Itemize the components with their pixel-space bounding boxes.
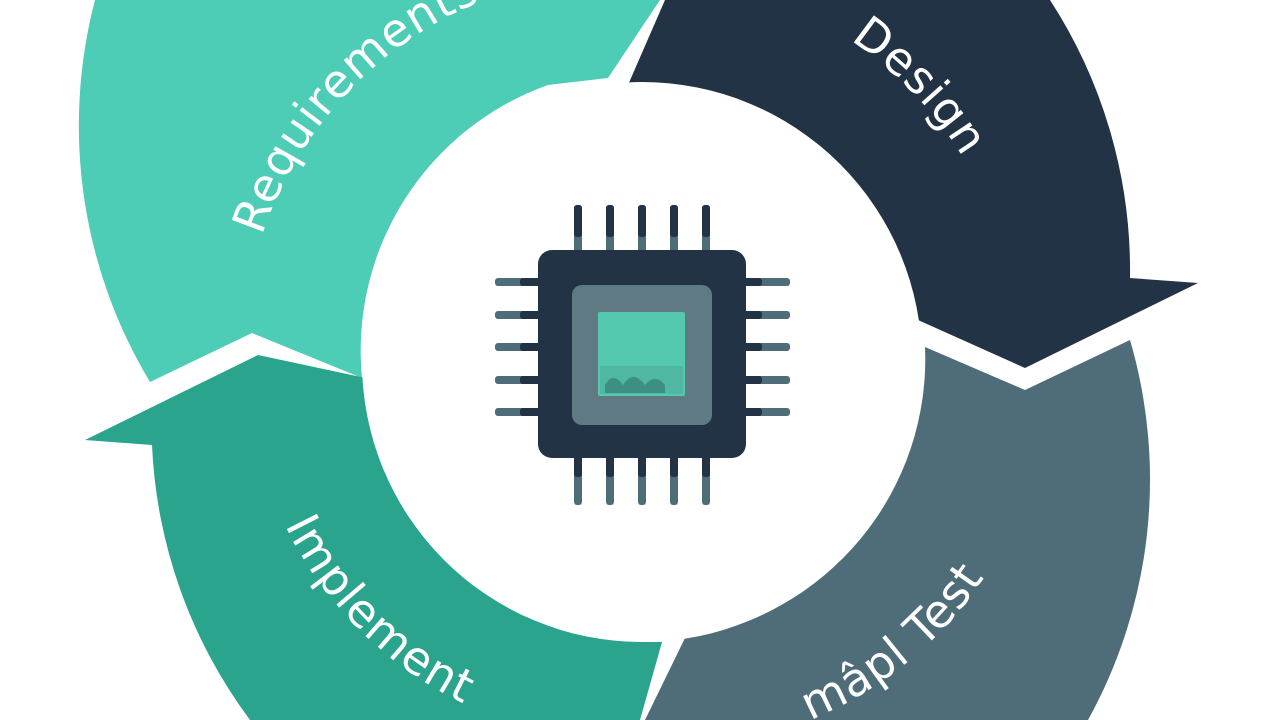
segment-requirements-arrow	[78, 0, 661, 382]
chip-pin-bottom-inner	[638, 455, 646, 477]
chip-pin-bottom-inner	[574, 455, 582, 477]
segment-implement-arrow	[85, 355, 662, 720]
segment-test-arrow	[645, 340, 1151, 720]
segment-design: Design	[628, 0, 1198, 368]
chip-pin-top-inner	[574, 205, 582, 237]
chip-pin-top-inner	[606, 205, 614, 237]
chip-core-detail	[605, 377, 665, 393]
chip-pin-top-inner	[670, 205, 678, 237]
chip-pin-top-inner	[702, 205, 710, 237]
chip-pin-bottom-inner	[702, 455, 710, 477]
microchip-icon	[495, 205, 790, 505]
chip-pin-top-inner	[638, 205, 646, 237]
chip-pin-bottom-inner	[606, 455, 614, 477]
segment-test: mâpl Test	[645, 340, 1151, 720]
chip-pin-bottom-inner	[670, 455, 678, 477]
segment-design-arrow	[628, 0, 1198, 368]
